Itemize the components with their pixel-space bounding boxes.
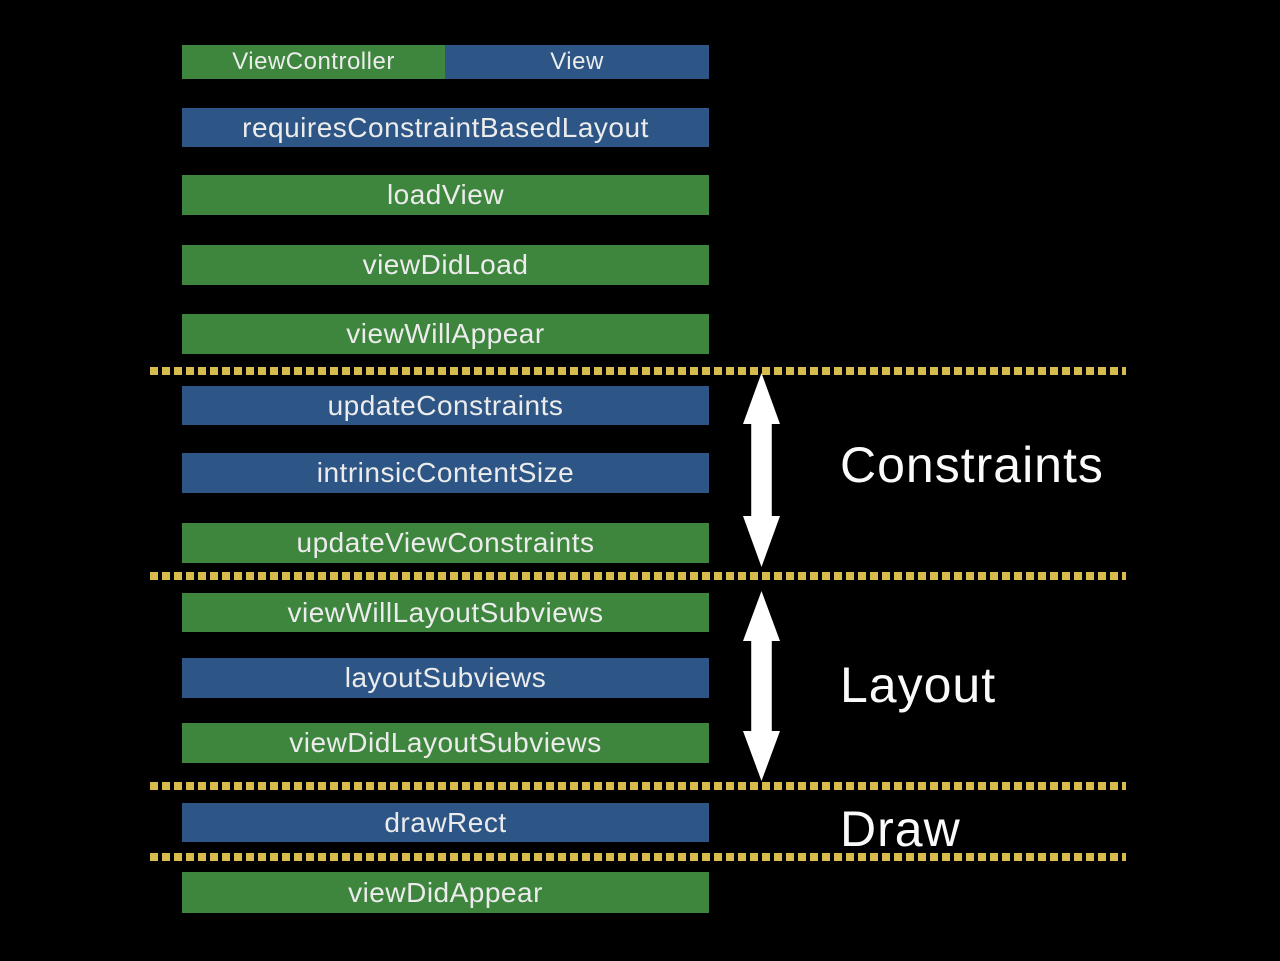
bar-intrinsic-content-size: intrinsicContentSize [182, 453, 709, 493]
section-separator [150, 782, 1126, 790]
section-separator [150, 572, 1126, 580]
section-label-constraints: Constraints [840, 437, 1104, 493]
bar-layout-subviews: layoutSubviews [182, 658, 709, 698]
bar-load-view: loadView [182, 175, 709, 215]
bar-draw-rect: drawRect [182, 803, 709, 842]
bar-view-will-appear: viewWillAppear [182, 314, 709, 354]
bar-update-view-constraints: updateViewConstraints [182, 523, 709, 563]
legend-item-view: View [445, 45, 709, 79]
double-arrow-icon [743, 373, 780, 567]
bar-view-will-layout-subviews: viewWillLayoutSubviews [182, 593, 709, 632]
section-label-draw: Draw [840, 801, 961, 857]
legend-item-viewcontroller: ViewController [182, 45, 445, 79]
bar-view-did-appear: viewDidAppear [182, 872, 709, 913]
section-label-layout: Layout [840, 657, 997, 713]
double-arrow-icon [743, 591, 780, 781]
bar-view-did-layout-subviews: viewDidLayoutSubviews [182, 723, 709, 763]
section-separator [150, 367, 1126, 375]
section-separator [150, 853, 1126, 861]
bar-update-constraints: updateConstraints [182, 386, 709, 425]
bar-view-did-load: viewDidLoad [182, 245, 709, 285]
bar-requires-constraint-based-layout: requiresConstraintBasedLayout [182, 108, 709, 147]
